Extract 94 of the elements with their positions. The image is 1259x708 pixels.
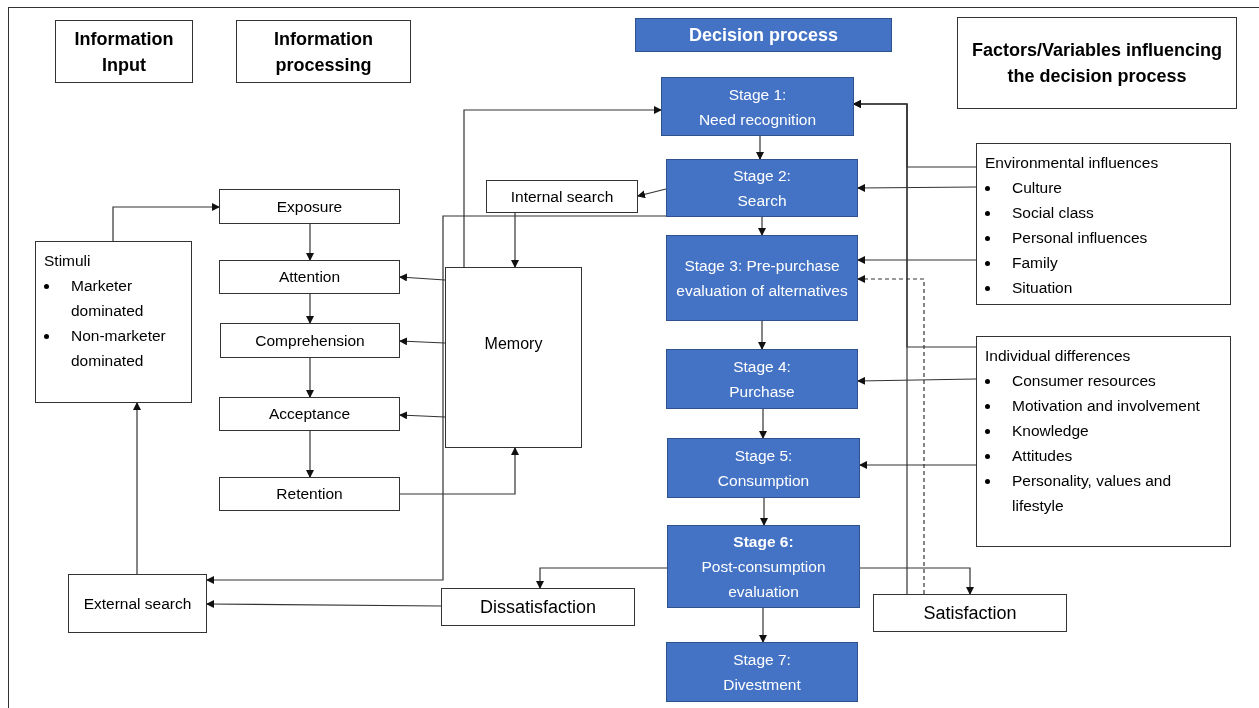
box-label: Exposure [276,196,343,217]
list-item: Social class [1012,203,1094,223]
stage-box [666,642,858,702]
arrow [857,376,977,385]
stage-number: Stage 5: [734,446,793,466]
outcome-box [873,594,1067,632]
box-label: External search [83,593,192,614]
list-item: Knowledge [1012,421,1089,441]
box-label: Post-consumption evaluation [700,557,827,602]
stage-number: Stage 2: [733,166,791,186]
box-label: Need recognition [698,109,817,130]
outcome-box [441,588,635,626]
box-label: Memory [484,334,543,354]
arrow [306,293,314,324]
list-item: Consumer resources [1012,371,1156,391]
stage-number: Stage 3: Pre-purchase evaluation of alternatives [675,256,849,301]
arrow [399,447,519,495]
arrow [511,212,519,268]
column-heading-box [236,20,411,83]
memory-box [445,267,582,448]
stage-number: Stage 6: [733,532,794,552]
process-box [219,397,400,431]
arrow [859,461,977,469]
arrow [759,607,767,643]
process-box [220,323,400,358]
stage-number: Stage 7: [733,650,791,670]
stage-box [661,77,854,136]
box-label: Information processing [273,27,374,77]
arrow [760,497,768,526]
stage-box [666,235,858,321]
list-item: Non-marketer dominated [71,326,167,371]
list-box [976,336,1231,547]
stage-box [666,349,858,409]
arrow [399,273,446,282]
list-heading: Individual differences [985,346,1131,366]
column-heading-box [635,18,892,52]
box-label: Search [737,191,787,211]
list-item: Personality, values and lifestyle [1012,471,1173,516]
process-box [219,260,400,294]
process-box [219,477,400,511]
box-label: Retention [276,484,343,504]
list-heading: Stimuli [44,251,91,271]
stage-number: Stage 4: [733,357,791,377]
stage-number: Stage 1: [728,84,787,105]
list-item: Culture [1012,178,1062,198]
arrow [112,203,220,242]
arrow [857,183,977,192]
column-heading-box [55,20,193,83]
box-label: Consumption [717,471,810,491]
arrow [857,256,977,264]
arrow [399,337,446,346]
arrow [206,600,442,609]
arrow [859,567,974,595]
list-box [35,241,192,403]
arrow [306,223,314,261]
arrow [758,216,766,236]
arrow [399,411,446,420]
arrow [758,320,766,350]
list-item: Marketer dominated [71,276,145,321]
arrow [306,357,314,398]
box-label: Information Input [73,27,175,77]
arrow [206,215,667,584]
list-heading: Environmental influences [985,153,1159,173]
box-label: Purchase [729,382,795,402]
arrow [853,100,977,348]
arrow [306,430,314,478]
list-item: Situation [1012,278,1073,298]
list-item: Personal influences [1012,228,1148,248]
box-label: Acceptance [269,404,350,424]
arrow [756,135,764,160]
list-item: Motivation and involvement [1012,396,1200,416]
stage-box [666,159,858,217]
box-label: Dissatisfaction [479,595,596,619]
process-box [486,180,638,213]
box-label: Comprehension [255,330,365,351]
box-label: Internal search [510,186,614,207]
arrow [637,188,667,199]
process-box [219,189,400,224]
list-box [976,143,1231,305]
box-label: Factors/Variables influencing the decision process [970,39,1224,88]
list-item: Attitudes [1012,446,1073,466]
process-box [68,574,207,633]
arrow [536,567,668,589]
stage-box [667,525,860,608]
arrow [463,106,662,268]
box-label: Attention [278,267,341,287]
stage-box [667,438,860,498]
dashed-arrow [857,275,925,595]
arrow [133,402,141,575]
box-label: Satisfaction [923,601,1017,625]
arrow [759,408,767,439]
box-label: Divestment [723,675,801,695]
list-item: Family [1012,253,1058,273]
box-label: Decision process [688,23,839,47]
